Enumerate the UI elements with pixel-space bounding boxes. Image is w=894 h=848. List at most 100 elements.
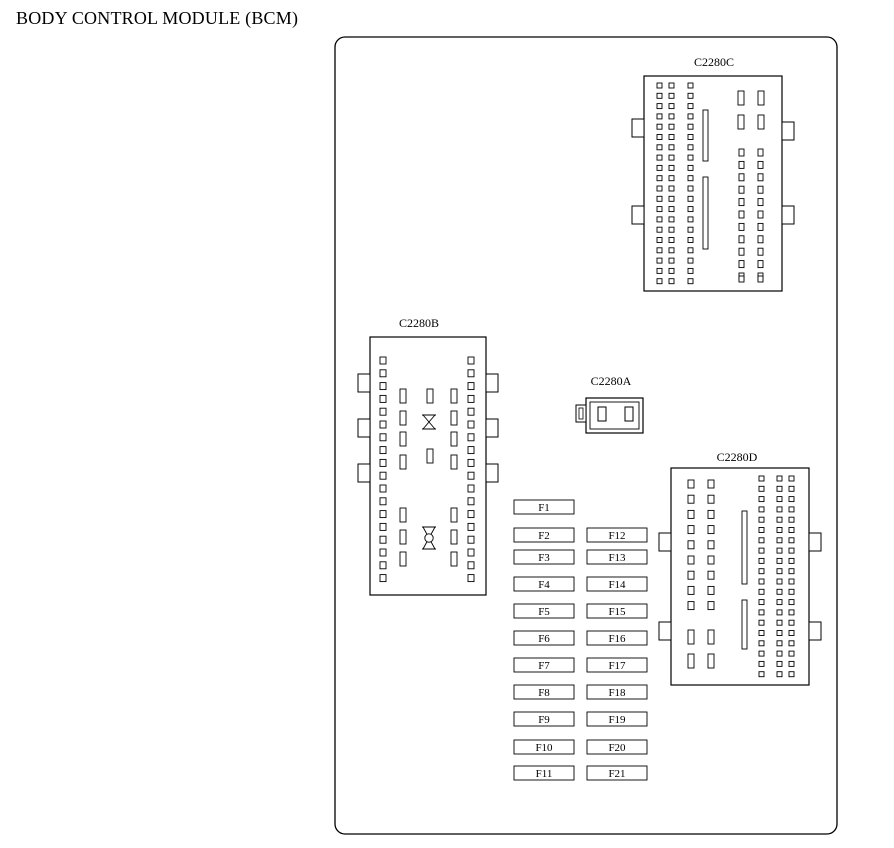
connector-pin [758,516,765,523]
connector-pin [758,609,765,616]
connector-pin [737,114,745,130]
connector-pin [707,479,715,489]
connector-pin [788,630,795,636]
connector-pin [467,394,475,403]
connector-pin [758,640,765,647]
connector-pin [426,448,434,464]
connector-pin [738,160,745,169]
fuse-f20: F20 [586,739,648,755]
connector-pin [467,420,475,429]
connector-pin [450,529,458,545]
connector-pin [450,410,458,426]
connector-pin [399,388,407,404]
connector-pin [687,195,694,202]
connector-pin [687,653,695,669]
connector-pin [687,570,695,580]
connector-pin [668,206,675,213]
connector-pin [467,510,475,519]
connector-pin [379,382,387,391]
latch-mark [424,533,434,543]
connector-pin [707,629,715,645]
connector-pin [776,609,783,616]
connector-pin [687,267,694,274]
connector-pin [467,497,475,506]
connector-pin [738,185,745,194]
connector-pin [788,506,795,513]
connector-pin [776,650,783,657]
connector-pin [668,267,675,274]
fuse-label: F3 [538,552,550,564]
fuse-label: F20 [608,742,626,754]
connector-pin [656,226,663,233]
connector-label-c2280b: C2280B [399,316,439,330]
fuse-label: F21 [608,768,625,780]
connector-pin [788,660,795,667]
connector-pin [379,574,387,583]
connector-pin [687,216,694,223]
connector-pin [788,568,795,575]
fuse-label: F1 [538,502,550,514]
connector-pin [707,601,715,611]
fuse-f18: F18 [586,684,648,700]
connector-pin [656,206,663,213]
connector-pin [668,278,675,285]
connector-pin [788,650,795,657]
connector-pin [707,509,715,519]
connector-pin [399,431,407,447]
fuse-f2: F2 [513,527,575,543]
connector-pin [776,496,783,503]
connector-c2280c [631,75,795,292]
connector-pin [656,257,663,264]
connector-pin [788,527,795,533]
fuse-label: F7 [538,660,550,672]
connector-pin [757,235,764,244]
connector-pin [379,548,387,557]
fuse-label: F16 [608,633,626,645]
connector-label-c2280c: C2280C [694,55,734,69]
module-outline [334,36,838,835]
connector-pin [738,275,745,283]
connector-pin [668,195,675,202]
connector-pin [379,446,387,455]
connector-pin [656,195,663,202]
connector-pin [758,537,765,544]
connector-pin [776,588,783,595]
fuse-f17: F17 [586,657,648,673]
connector-pin [776,506,783,513]
connector-pin [656,103,663,110]
connector-c2280d [658,467,822,686]
connector-pin [687,123,694,130]
fuse-f16: F16 [586,630,648,646]
connector-pin [788,671,795,678]
connector-pin [757,260,764,269]
connector-pin [467,356,475,365]
fuse-label: F9 [538,714,550,726]
connector-pin [450,507,458,523]
fuse-label: F19 [608,714,626,726]
connector-pin [687,257,694,264]
connector-pin [687,601,695,611]
connector-pin [379,522,387,531]
connector-pin [776,599,783,606]
connector-pin [776,485,783,492]
connector-pin [788,485,795,492]
connector-pin [450,431,458,447]
connector-pin [668,134,675,140]
connector-pin [668,92,675,99]
connector-pin [738,210,745,219]
connector-pin [656,267,663,274]
connector-pin [656,175,663,182]
connector-pin [757,198,764,207]
connector-pin [702,176,709,250]
fuse-f12: F12 [586,527,648,543]
fuse-label: F4 [538,579,550,591]
fuse-f13: F13 [586,549,648,565]
connector-pin [707,585,715,595]
connector-pin [687,92,694,99]
fuse-f3: F3 [513,549,575,565]
connector-pin [379,561,387,570]
fuse-f6: F6 [513,630,575,646]
connector-pin [467,535,475,544]
connector-pin [379,407,387,416]
